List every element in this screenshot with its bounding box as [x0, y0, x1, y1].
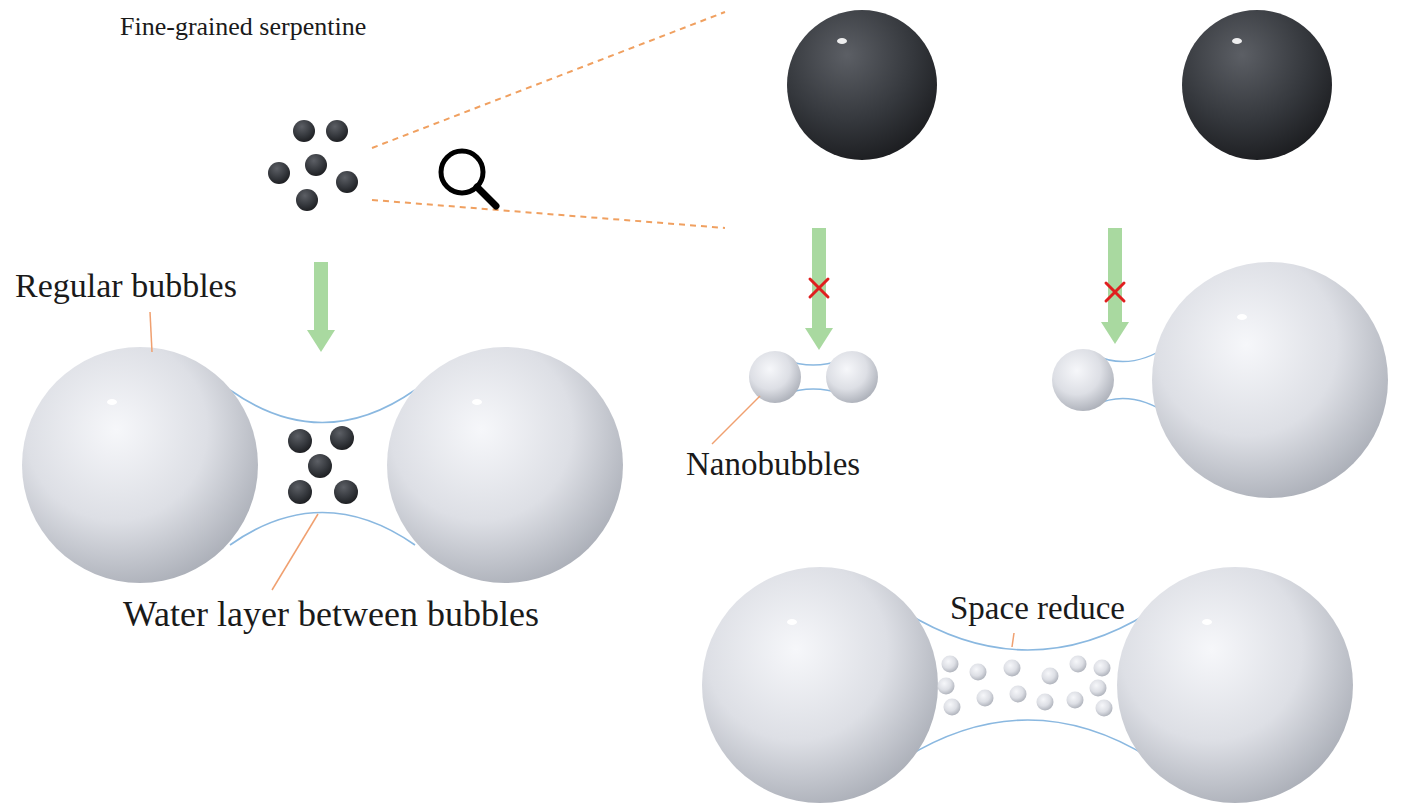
label-text: Nanobubbles [686, 446, 860, 484]
water-layer-line [905, 720, 1150, 758]
red-cross [810, 279, 1124, 301]
arrow-shaft [314, 262, 328, 332]
regular-bubble [22, 347, 258, 583]
highlight [787, 619, 797, 625]
magnifier-icon [441, 151, 496, 206]
zoom-line [372, 12, 725, 148]
label-text: Regular bubbles [15, 266, 237, 305]
regular-bubble [702, 567, 938, 803]
cross-stroke [810, 279, 828, 297]
cross-stroke [1106, 283, 1124, 301]
nanobubble [826, 351, 878, 403]
arrow-head [1101, 322, 1129, 344]
arrow-shaft [812, 228, 826, 330]
nanobubble [1037, 694, 1054, 711]
nanobubble [1052, 349, 1114, 411]
regular-bubble [1152, 262, 1388, 498]
cross-stroke [810, 279, 828, 297]
nanobubble [1010, 686, 1027, 703]
serpentine-in-water [288, 426, 358, 504]
highlight [1237, 314, 1247, 320]
serpentine-particle [288, 480, 312, 504]
nanobubble [1067, 692, 1084, 709]
highlight [472, 399, 482, 405]
leader-line [272, 514, 318, 590]
serpentine-particle [293, 120, 315, 142]
nanobubble [942, 656, 959, 673]
highlight [1202, 619, 1212, 625]
nanobubble-cluster [938, 656, 1113, 717]
serpentine-cluster [268, 120, 358, 211]
label-text: Space reduce [950, 590, 1125, 628]
magnifier-handle [477, 187, 496, 206]
nanobubble [1096, 700, 1113, 717]
label-text: Water layer between bubbles [123, 594, 539, 635]
leader-line [150, 312, 152, 352]
arrow-head [805, 328, 833, 350]
arrow-shaft [1108, 228, 1122, 324]
highlight [837, 38, 847, 44]
serpentine-particle [334, 480, 358, 504]
zoom-line [372, 200, 725, 228]
regular-bubble [387, 347, 623, 583]
nanobubble [1070, 656, 1087, 673]
serpentine-particle-large [787, 10, 937, 160]
cross-stroke [1106, 283, 1124, 301]
water-layer-line [230, 390, 415, 423]
serpentine-particle [288, 429, 312, 453]
serpentine-particle-large [1182, 10, 1332, 160]
serpentine-particle [308, 454, 332, 478]
nanobubble [1094, 660, 1111, 677]
serpentine-particle [296, 189, 318, 211]
serpentine-particle [326, 120, 348, 142]
nanobubble [749, 351, 801, 403]
nanobubble [1004, 660, 1021, 677]
arrow-head [307, 330, 335, 352]
serpentine-particle [330, 426, 354, 450]
nanobubble [970, 664, 987, 681]
label-text: Fine-grained serpentine [120, 12, 366, 42]
nanobubble [1042, 668, 1059, 685]
leader-line [712, 396, 760, 444]
nanobubble [1090, 680, 1107, 697]
leader-line [1012, 633, 1014, 647]
water-layer-line [230, 513, 415, 546]
serpentine-particle [305, 154, 327, 176]
nanobubble [944, 699, 961, 716]
regular-bubble [1117, 567, 1353, 803]
highlight [1232, 38, 1242, 44]
green-arrows [307, 228, 1129, 352]
nanobubble [977, 690, 994, 707]
nanobubble [938, 678, 955, 695]
highlight [107, 399, 117, 405]
serpentine-particle [336, 171, 358, 193]
serpentine-particle [268, 162, 290, 184]
